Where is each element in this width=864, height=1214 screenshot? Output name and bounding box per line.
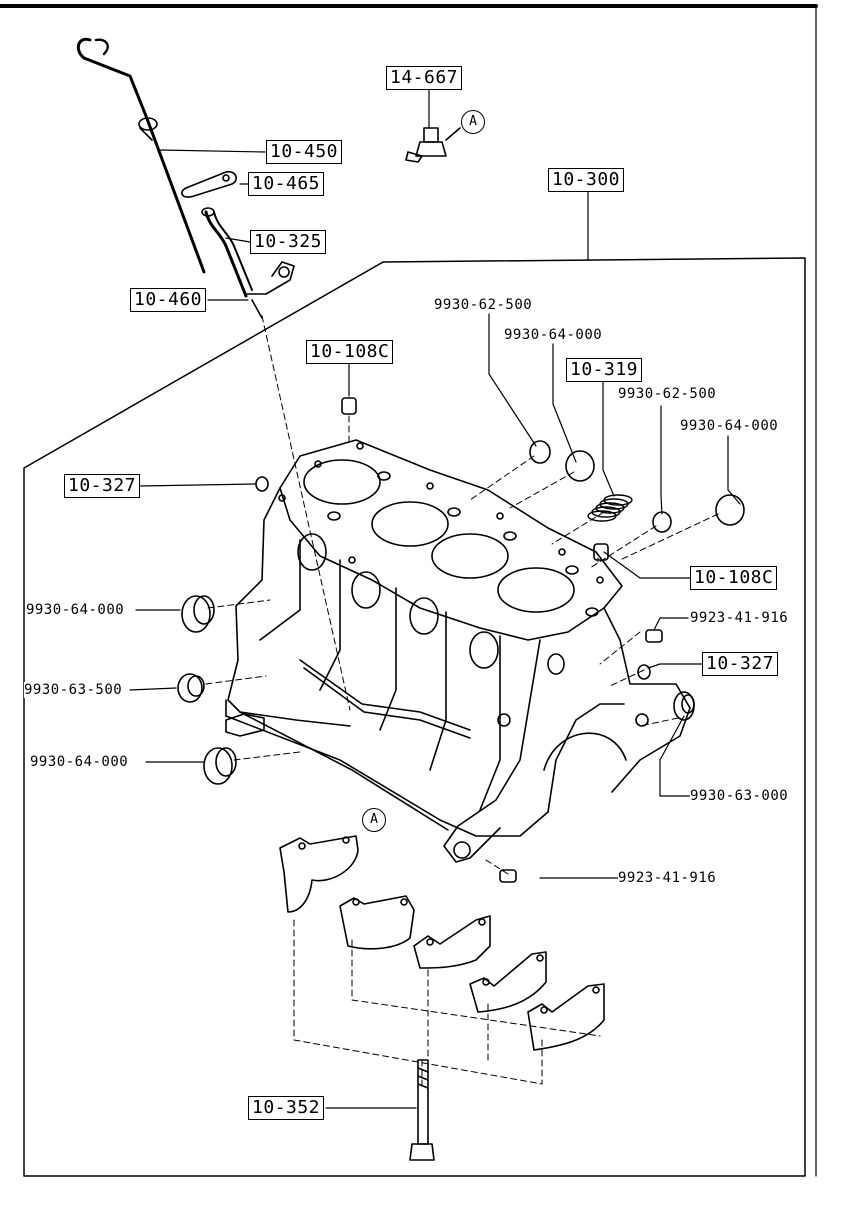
part-label-9923-41-916-bottom: 9923-41-916 — [618, 870, 717, 886]
reference-marker-a-top: A — [461, 110, 485, 134]
assembly-frame — [23, 257, 806, 1177]
dipstick-tube — [201, 207, 295, 319]
part-label-9930-64-000-left1: 9930-64-000 — [26, 602, 125, 618]
dipstick — [76, 37, 206, 274]
part-label-9923-41-916-right: 9923-41-916 — [690, 610, 789, 626]
cylinder-block — [225, 439, 691, 863]
core-plug-right — [499, 629, 695, 883]
o-ring-right — [637, 664, 651, 680]
part-label-14-667: 14-667 — [386, 66, 463, 90]
oil-pressure-fitting — [405, 127, 461, 163]
leader-lines — [129, 89, 741, 1109]
main-bearing-caps — [279, 835, 605, 1051]
part-label-10-108c-right: 10-108C — [690, 566, 778, 590]
part-label-9930-62-500-b: 9930-62-500 — [618, 386, 717, 402]
part-label-9930-64-000-b: 9930-64-000 — [680, 418, 779, 434]
part-label-9930-62-500-a: 9930-62-500 — [434, 297, 533, 313]
part-label-9930-63-000-right: 9930-63-000 — [690, 788, 789, 804]
reference-marker-a-block: A — [362, 808, 386, 832]
part-label-10-319: 10-319 — [566, 358, 643, 382]
part-label-10-327-right: 10-327 — [702, 652, 779, 676]
part-label-10-327-left: 10-327 — [64, 474, 141, 498]
part-label-10-352: 10-352 — [248, 1096, 325, 1120]
part-label-10-460: 10-460 — [130, 288, 207, 312]
part-label-10-300: 10-300 — [548, 168, 625, 192]
spring-10-319 — [587, 494, 633, 522]
core-plugs-upper — [529, 440, 745, 533]
dashed-assembly-lines — [205, 315, 719, 1089]
main-bearing-bolt — [409, 1059, 435, 1161]
core-plugs-left — [177, 595, 237, 785]
o-ring-left — [255, 476, 269, 492]
part-label-9930-64-000-left2: 9930-64-000 — [30, 754, 129, 770]
part-label-9930-63-500-left: 9930-63-500 — [24, 682, 123, 698]
part-label-10-450: 10-450 — [266, 140, 343, 164]
part-label-10-325: 10-325 — [250, 230, 327, 254]
part-label-10-108c-top: 10-108C — [306, 340, 394, 364]
dipstick-gasket — [181, 170, 238, 198]
part-label-9930-64-000-a: 9930-64-000 — [504, 327, 603, 343]
dowel-10-108c — [341, 397, 609, 561]
part-label-10-465: 10-465 — [248, 172, 325, 196]
